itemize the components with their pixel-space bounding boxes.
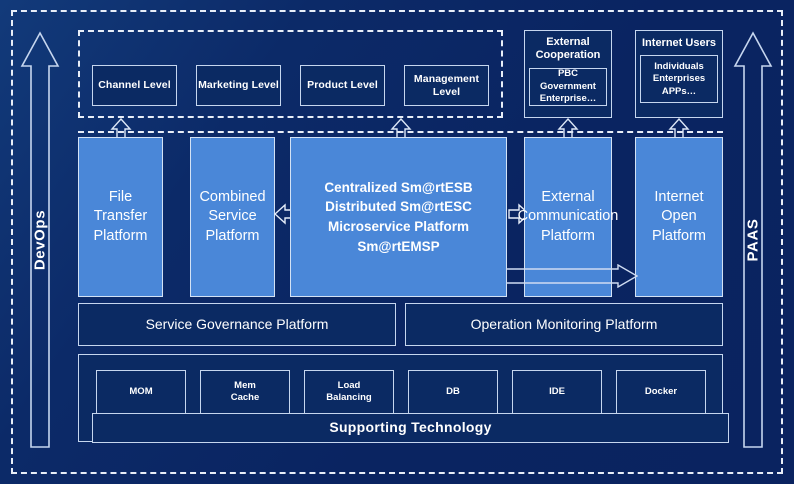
level-label: Product Level xyxy=(307,79,378,92)
supporting-item-label-line1: IDE xyxy=(549,385,565,397)
level-box-channel[interactable]: Channel Level xyxy=(92,65,177,106)
esb-platform-box[interactable]: Centralized Sm@rtESB Distributed Sm@rtES… xyxy=(290,137,507,297)
paas-arrow: PAAS xyxy=(733,30,773,450)
combined-service-platform-box[interactable]: Combined Service Platform xyxy=(190,137,275,297)
external-cooperation-inner-line2: Enterprise… xyxy=(539,92,597,104)
external-cooperation-inner-box: PBC Government Enterprise… xyxy=(529,67,607,106)
platform-label-line3: Platform xyxy=(93,227,148,244)
platform-label-line2: Distributed Sm@rtESC xyxy=(325,199,472,215)
platform-label-line3: Microservice Platform Sm@rtEMSP xyxy=(327,219,470,254)
internet-users-title-text: Internet Users xyxy=(642,37,716,49)
devops-label: DevOps xyxy=(31,209,49,271)
supporting-item-label-line1: Docker xyxy=(644,385,678,397)
consumer-levels-group xyxy=(78,30,503,118)
platform-label-line3: Platform xyxy=(652,227,706,244)
file-transfer-platform-box[interactable]: File Transfer Platform xyxy=(78,137,163,297)
governance-label: Operation Monitoring Platform xyxy=(470,315,658,332)
paas-label: PAAS xyxy=(744,218,762,262)
level-label: Management Level xyxy=(413,72,480,98)
platform-label-line1: External xyxy=(541,188,595,205)
up-arrow-icon xyxy=(20,31,60,448)
internet-users-inner-line2: Enterprises xyxy=(652,73,706,85)
supporting-item-ide[interactable]: IDE xyxy=(512,370,602,414)
platform-label-line2: Communication xyxy=(517,208,619,225)
external-cooperation-title: External Cooperation xyxy=(529,36,607,63)
governance-label: Service Governance Platform xyxy=(145,315,329,332)
supporting-item-load-balancing[interactable]: Load Balancing xyxy=(304,370,394,414)
supporting-item-label-line2: Cache xyxy=(230,392,260,403)
supporting-item-label-line1: Mem xyxy=(234,379,256,391)
level-label: Channel Level xyxy=(98,79,171,92)
platform-label-line1: Internet xyxy=(654,188,704,205)
supporting-technology-bar[interactable]: Supporting Technology xyxy=(92,413,729,443)
supporting-item-db[interactable]: DB xyxy=(408,370,498,414)
internet-users-inner-line3: APPs… xyxy=(661,85,697,97)
internet-users-inner-box: Individuals Enterprises APPs… xyxy=(640,55,718,104)
level-box-marketing[interactable]: Marketing Level xyxy=(196,65,281,106)
up-arrow-icon xyxy=(733,31,773,448)
internet-users-box[interactable]: Internet Users Individuals Enterprises A… xyxy=(635,30,723,118)
platform-label-line2: Open xyxy=(661,208,697,225)
right-arrow-icon xyxy=(506,264,638,288)
external-cooperation-title-line1: External xyxy=(546,36,590,48)
devops-arrow: DevOps xyxy=(20,30,60,450)
external-cooperation-title-line2: Cooperation xyxy=(535,49,601,62)
operation-monitoring-platform-box[interactable]: Operation Monitoring Platform xyxy=(405,303,723,346)
external-cooperation-box[interactable]: External Cooperation PBC Government Ente… xyxy=(524,30,612,118)
level-box-product[interactable]: Product Level xyxy=(300,65,385,106)
internet-users-inner-line1: Individuals xyxy=(654,60,704,72)
level-label: Marketing Level xyxy=(198,79,279,92)
external-communication-platform-box[interactable]: External Communication Platform xyxy=(518,137,618,297)
internet-open-platform-box[interactable]: Internet Open Platform xyxy=(635,137,723,297)
right-arrow-icon xyxy=(508,203,530,225)
supporting-item-label-line1: DB xyxy=(446,385,460,397)
platform-label-line1: Centralized Sm@rtESB xyxy=(324,179,473,195)
level-box-management[interactable]: Management Level xyxy=(404,65,489,106)
arrow-esb-to-internet-open-platform xyxy=(506,264,638,288)
supporting-technology-label: Supporting Technology xyxy=(329,419,492,436)
supporting-item-label-line1: Load xyxy=(337,379,361,391)
external-cooperation-inner-line1: PBC Government xyxy=(540,68,596,92)
supporting-item-label-line1: MOM xyxy=(129,385,153,397)
arrow-esb-to-external-communication xyxy=(508,203,530,225)
service-governance-platform-box[interactable]: Service Governance Platform xyxy=(78,303,396,346)
platform-label-line1: File xyxy=(108,188,133,205)
internet-users-title: Internet Users xyxy=(640,37,718,50)
supporting-item-mom[interactable]: MOM xyxy=(96,370,186,414)
supporting-item-mem-cache[interactable]: Mem Cache xyxy=(200,370,290,414)
integration-rail xyxy=(78,131,723,133)
platform-label-line3: Platform xyxy=(205,227,260,244)
platform-label-line2: Service xyxy=(208,208,257,225)
platform-label-line3: Platform xyxy=(541,227,595,244)
platform-label-line2: Transfer xyxy=(93,208,148,225)
supporting-item-docker[interactable]: Docker xyxy=(616,370,706,414)
supporting-item-label-line2: Balancing xyxy=(326,392,372,403)
platform-label-line1: Combined xyxy=(199,188,266,205)
